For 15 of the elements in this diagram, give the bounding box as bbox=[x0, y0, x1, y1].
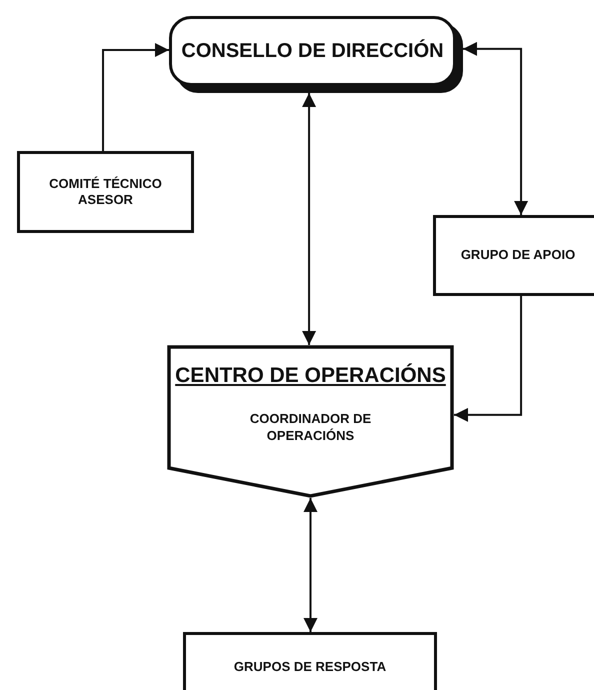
process-box bbox=[17, 151, 194, 233]
node-label: GRUPOS DE RESPOSTA bbox=[234, 658, 386, 676]
process-box bbox=[183, 632, 437, 690]
node-label: GRUPO DE APOIO bbox=[460, 247, 576, 264]
arrow bbox=[302, 93, 316, 345]
node-label: CONSELLO DE DIRECCIÓN bbox=[181, 38, 444, 64]
pentagon-box bbox=[167, 345, 454, 498]
node-label: COMITÉ TÉCNICO ASESOR bbox=[48, 176, 163, 208]
arrow bbox=[304, 498, 318, 632]
arrow bbox=[454, 296, 522, 422]
node-label: COORDINADOR DE OPERACIÓNS bbox=[248, 411, 372, 444]
arrow bbox=[102, 43, 169, 151]
heading-text: CENTRO DE OPERACIÓNS bbox=[175, 363, 446, 389]
process-box bbox=[433, 215, 594, 296]
arrow bbox=[463, 42, 528, 215]
